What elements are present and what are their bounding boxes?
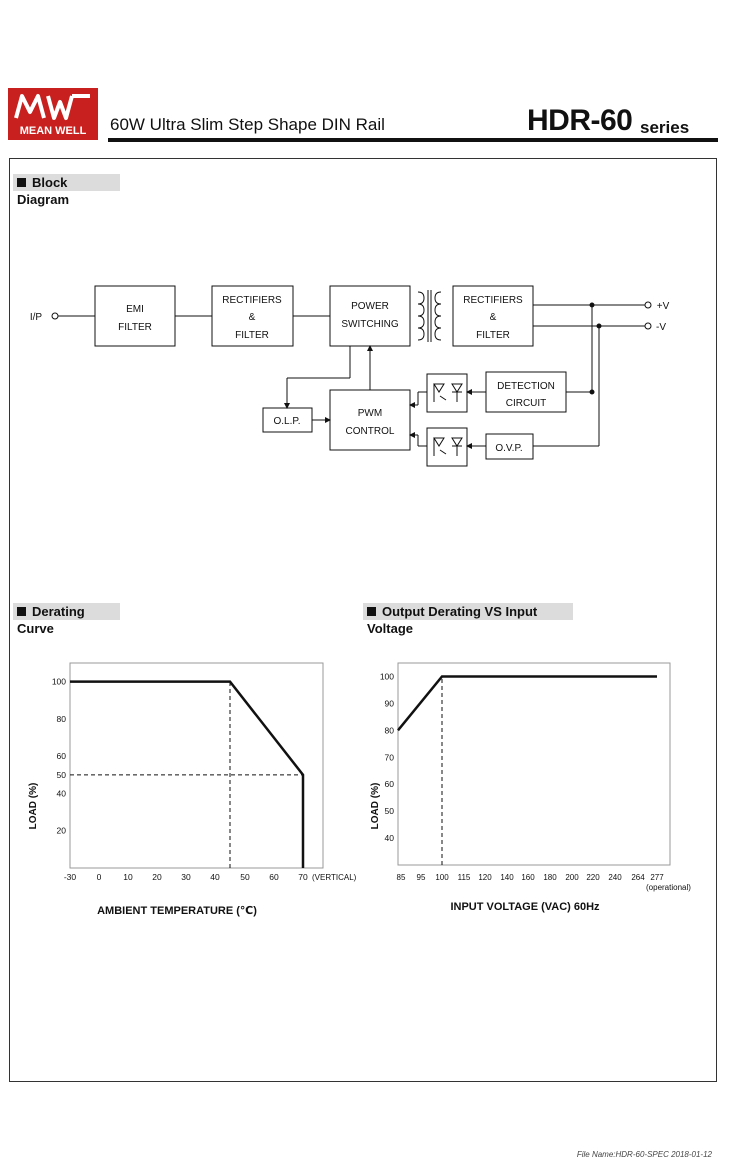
- rect-out-line1: RECTIFIERS: [463, 295, 523, 306]
- chart2-x-extra-label: (operational): [646, 883, 691, 892]
- chart1-x-tick-label: 10: [123, 872, 133, 882]
- section-derating-curve-title: Derating Curve: [17, 604, 85, 636]
- section-block-diagram-title: Block Diagram: [17, 175, 70, 207]
- transformer-icon: [417, 290, 442, 342]
- chart2-xlabel: INPUT VOLTAGE (VAC) 60Hz: [450, 901, 600, 913]
- header-rule: [108, 138, 718, 142]
- chart2-x-tick-label: 264: [631, 873, 645, 882]
- chart1-y-tick-label: 20: [57, 826, 67, 836]
- bullet-square-icon: [367, 607, 376, 616]
- section-input-derating-title: Output Derating VS Input Voltage: [367, 604, 538, 636]
- chart2-y-tick-label: 90: [385, 698, 395, 708]
- chart1-ylabel: LOAD (%): [28, 783, 39, 830]
- chart2-y-tick-label: 80: [385, 725, 395, 735]
- chart2-x-tick-label: 140: [500, 873, 514, 882]
- chart1-y-tick-label: 50: [57, 770, 67, 780]
- chart1-y-tick-label: 40: [57, 788, 67, 798]
- chart2-x-tick-label: 200: [565, 873, 579, 882]
- chart1-y-tick-label: 80: [57, 714, 67, 724]
- olp-label: O.L.P.: [273, 416, 300, 427]
- detection-line1: DETECTION: [497, 381, 555, 392]
- chart1-x-extra-label: (VERTICAL): [312, 873, 357, 882]
- output-pos-label: +V: [657, 301, 670, 312]
- section-block-diagram: Block Diagram: [13, 174, 120, 207]
- input-label: I/P: [30, 312, 43, 323]
- logo-brand-name: MEAN WELL: [20, 125, 87, 137]
- output-terminal-neg: [644, 322, 652, 330]
- rectifier-filter-out-box: [452, 285, 534, 347]
- mean-well-logo: MEAN WELL: [8, 88, 98, 140]
- chart1-x-tick-label: 40: [210, 872, 220, 882]
- chart2-x-tick-label: 100: [435, 873, 449, 882]
- chart1-derating-line: [70, 680, 305, 868]
- chart2-y-tick-label: 60: [385, 779, 395, 789]
- chart1-x-tick-label: 30: [181, 872, 191, 882]
- chart2-derating-line: [397, 675, 657, 732]
- footer-file-info: File Name:HDR-60-SPEC 2018-01-12: [576, 1150, 712, 1159]
- pwm-line2: CONTROL: [346, 426, 395, 437]
- section-input-derating: Output Derating VS Input Voltage: [363, 603, 573, 636]
- chart1-plot-area: [69, 662, 324, 869]
- chart1-x-tick-label: 0: [97, 872, 102, 882]
- bullet-square-icon: [17, 607, 26, 616]
- chart1-x-tick-label: 60: [269, 872, 279, 882]
- rect-in-line2: &: [249, 312, 256, 323]
- chart2-x-tick-label: 160: [521, 873, 535, 882]
- chart2-x-tick-label: 95: [417, 873, 426, 882]
- section-derating-curve: Derating Curve: [13, 603, 120, 636]
- chart2-y-tick-label: 100: [380, 671, 394, 681]
- chart2-y-tick-label: 50: [385, 806, 395, 816]
- chart1-x-tick-label: -30: [64, 872, 77, 882]
- chart1-x-tick-label: 70: [298, 872, 308, 882]
- rect-in-line3: FILTER: [235, 330, 269, 341]
- chart1-x-tick-label: 50: [240, 872, 250, 882]
- chart1-y-tick-label: 60: [57, 751, 67, 761]
- chart1-x-tick-label: 20: [152, 872, 162, 882]
- content-frame: [9, 158, 717, 1082]
- rect-in-line1: RECTIFIERS: [222, 295, 282, 306]
- power-switching-line1: POWER: [351, 301, 389, 312]
- bullet-square-icon: [17, 178, 26, 187]
- ovp-label: O.V.P.: [495, 443, 522, 454]
- rect-out-line3: FILTER: [476, 330, 510, 341]
- model-name: HDR-60: [527, 104, 633, 137]
- chart2-x-tick-label: 240: [608, 873, 622, 882]
- rect-out-line2: &: [490, 312, 497, 323]
- chart2-x-tick-label: 85: [397, 873, 406, 882]
- emi-filter-line2: FILTER: [118, 322, 152, 333]
- chart2-x-tick-label: 120: [478, 873, 492, 882]
- chart1-xlabel: AMBIENT TEMPERATURE (℃): [97, 905, 257, 917]
- chart2-y-tick-label: 70: [385, 752, 395, 762]
- power-switching-line2: SWITCHING: [341, 319, 398, 330]
- chart2-x-tick-label: 277: [650, 873, 664, 882]
- chart2-plot-area: [397, 662, 671, 866]
- chart2-x-tick-label: 220: [586, 873, 600, 882]
- output-terminal-pos: [644, 301, 652, 309]
- chart2-ylabel: LOAD (%): [370, 783, 381, 830]
- series-label: series: [640, 118, 690, 137]
- chart2-x-tick-label: 180: [543, 873, 557, 882]
- product-subtitle: 60W Ultra Slim Step Shape DIN Rail: [110, 115, 385, 134]
- chart2-y-tick-label: 40: [385, 833, 395, 843]
- output-neg-label: -V: [656, 322, 666, 333]
- emi-filter-line1: EMI: [126, 304, 144, 315]
- pwm-line1: PWM: [358, 408, 382, 419]
- chart1-y-tick-label: 100: [52, 677, 66, 687]
- detection-line2: CIRCUIT: [506, 398, 547, 409]
- chart2-x-tick-label: 115: [458, 873, 471, 882]
